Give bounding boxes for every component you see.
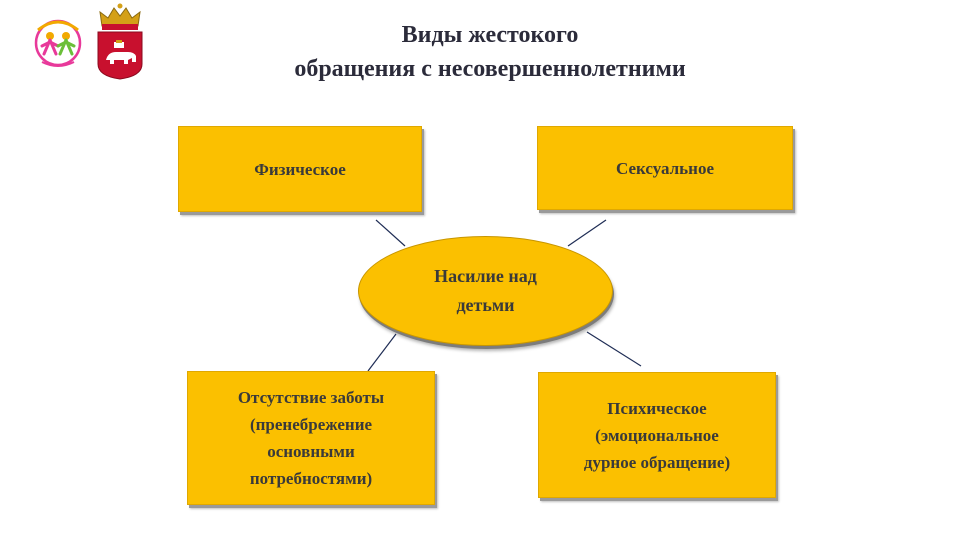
title-line-2: обращения с несовершеннолетними <box>294 56 686 82</box>
title-line-1: Виды жестокого <box>401 22 579 48</box>
children-organization-logo <box>34 19 82 67</box>
node-physical-label: Физическое <box>254 159 346 179</box>
page-title: Виды жестокого обращения с несовершеннол… <box>180 18 800 86</box>
node-neglect: Отсутствие заботы (пренебрежение основны… <box>187 371 435 505</box>
connector-sexual <box>567 219 607 247</box>
node-psychological-label: Психическое (эмоциональное дурное обраще… <box>583 398 731 472</box>
connector-neglect <box>367 333 397 372</box>
connector-physical <box>375 219 406 247</box>
node-sexual-label: Сексуальное <box>615 158 714 178</box>
node-psychological: Психическое (эмоциональное дурное обраще… <box>538 372 776 498</box>
connector-psychological <box>586 331 642 367</box>
center-node-label: Насилие над детьми <box>434 266 537 315</box>
node-neglect-label: Отсутствие заботы (пренебрежение основны… <box>237 388 385 488</box>
coat-of-arms-icon <box>97 3 143 80</box>
center-node: Насилие над детьми <box>358 236 613 346</box>
node-sexual: Сексуальное <box>537 126 793 210</box>
node-physical: Физическое <box>178 126 422 212</box>
